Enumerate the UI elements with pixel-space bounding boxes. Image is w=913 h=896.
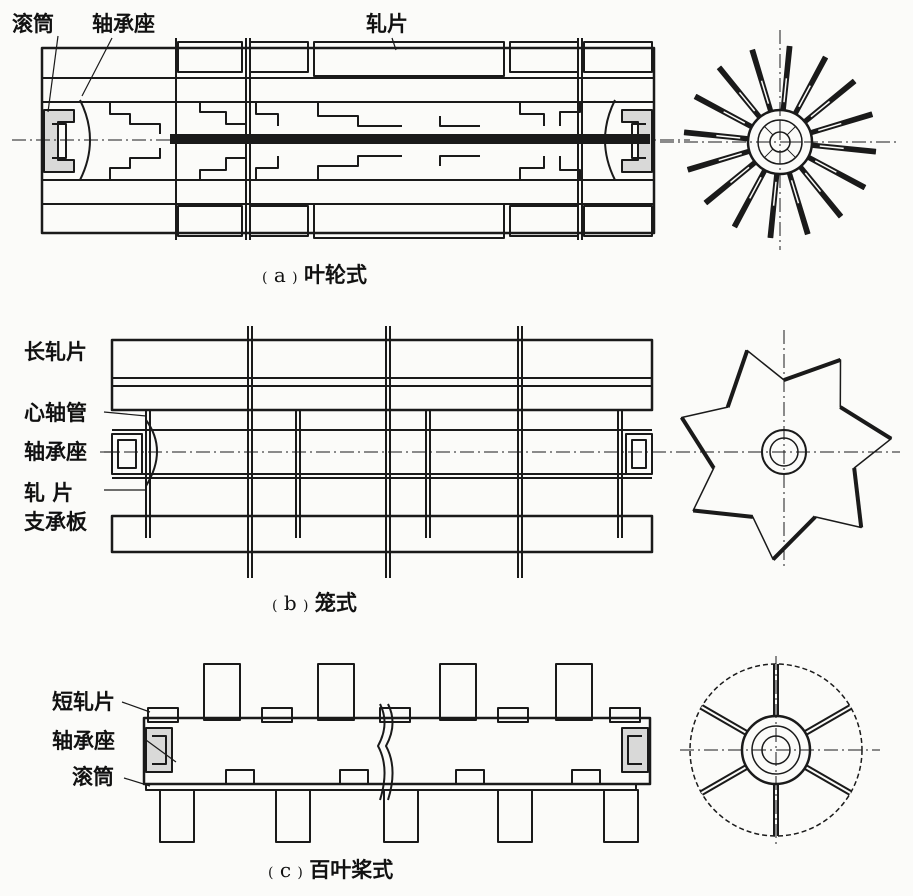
paddle-blade-core: [804, 766, 851, 794]
caption-c-tag: c: [279, 858, 292, 882]
label-support-plate-b-line2: 支承板: [24, 510, 87, 534]
impeller-blade-highlight: [716, 134, 741, 139]
impeller-blade-highlight: [729, 166, 750, 184]
cage-outline: [680, 349, 892, 561]
impeller-blade-highlight: [718, 152, 742, 162]
impeller-blade-highlight: [819, 145, 844, 150]
paddle-blade-core: [804, 706, 851, 734]
impeller-blade-highlight: [772, 181, 777, 206]
impeller-blade-highlight: [783, 78, 788, 103]
panel-a-end-view: [660, 30, 900, 250]
label-short-blade-c: 短轧片: [52, 690, 115, 714]
label-drum-c: 滚筒: [72, 765, 114, 789]
impeller-spoke: [764, 148, 774, 158]
panel-c-side-view: [121, 663, 652, 843]
caption-a-tag: a: [273, 263, 286, 287]
impeller-blade-highlight: [810, 100, 831, 118]
caption-a: ( a ) 叶轮式: [262, 263, 367, 287]
impeller-blade-highlight: [814, 160, 837, 173]
label-roller-blade-a: 轧片: [366, 12, 408, 36]
label-blade-b-line1: 轧 片: [24, 481, 74, 505]
impeller-blade-highlight: [760, 80, 770, 104]
paddle-blade-core: [701, 766, 748, 794]
caption-c: ( c ) 百叶桨式: [268, 858, 394, 882]
caption-b-tag: b: [283, 591, 297, 615]
paddle-blade-core: [701, 706, 748, 734]
caption-c-name: 百叶桨式: [309, 858, 394, 882]
impeller-spoke: [786, 148, 796, 158]
impeller-blade-highlight: [790, 180, 800, 204]
label-bearing-seat-c: 轴承座: [52, 729, 115, 753]
impeller-blade-highlight: [723, 111, 746, 124]
label-core-shaft-tube-b: 心轴管: [24, 401, 87, 425]
caption-b: ( b ) 笼式: [272, 591, 357, 615]
panel-c-end-view: [680, 656, 880, 846]
panel-b-side-view: [100, 326, 900, 578]
panel-b-end-view: [679, 330, 893, 570]
label-bearing-seat-b: 轴承座: [24, 440, 87, 464]
label-bearing-seat-a: 轴承座: [92, 12, 155, 36]
label-long-blade-b: 长轧片: [24, 340, 87, 364]
caption-a-name: 叶轮式: [303, 263, 367, 287]
impeller-blade-highlight: [738, 91, 756, 112]
impeller-spoke: [786, 126, 796, 136]
impeller-blade-highlight: [749, 176, 762, 199]
impeller-blade-highlight: [798, 85, 811, 108]
panel-a-side-view: [12, 35, 690, 240]
impeller-blade-highlight: [804, 172, 822, 193]
caption-b-name: 笼式: [314, 591, 357, 615]
impeller-blade-highlight: [818, 122, 842, 132]
label-drum-a: 滚筒: [12, 12, 54, 36]
impeller-spoke: [764, 126, 774, 136]
